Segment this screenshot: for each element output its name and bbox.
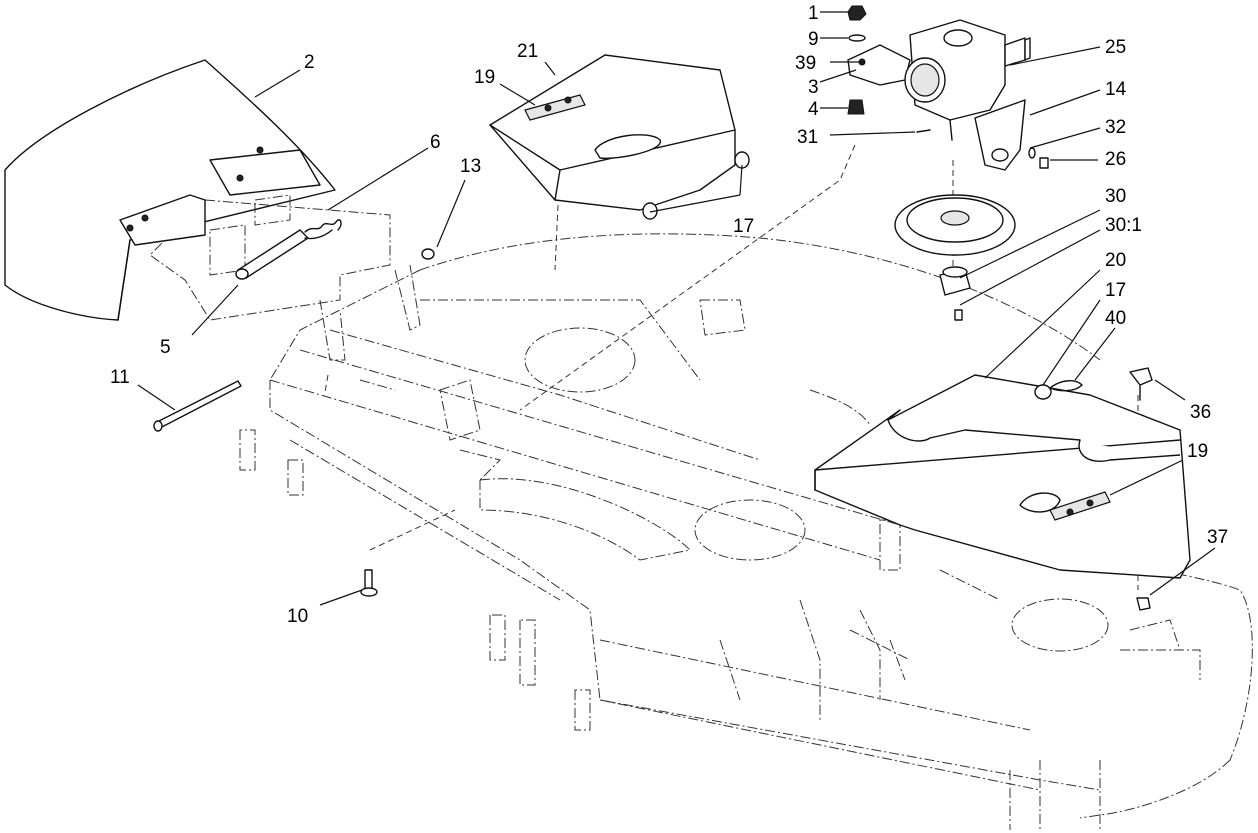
callout-11: 11 <box>110 367 130 388</box>
callout-3: 3 <box>808 77 819 98</box>
callout-25: 25 <box>1105 37 1126 58</box>
callout-10: 10 <box>287 606 308 627</box>
callout-17-right: 17 <box>1105 280 1126 301</box>
callout-20: 20 <box>1105 250 1126 271</box>
center-cover-21 <box>489 54 750 220</box>
callout-5: 5 <box>160 337 171 358</box>
callout-2: 2 <box>304 52 315 73</box>
leader-lines <box>137 11 1216 606</box>
mower-deck-outline <box>239 233 1253 830</box>
callout-39: 39 <box>795 53 816 74</box>
callout-4: 4 <box>808 99 819 120</box>
callout-14: 14 <box>1105 79 1127 100</box>
callout-36: 36 <box>1190 402 1211 423</box>
callout-13: 13 <box>460 156 481 177</box>
callout-1: 1 <box>808 3 819 24</box>
callout-9: 9 <box>808 29 819 50</box>
bolt-10 <box>360 569 378 597</box>
right-cover-20 <box>814 367 1191 611</box>
callout-30: 30 <box>1105 186 1126 207</box>
callout-37: 37 <box>1207 527 1228 548</box>
nut-13 <box>421 248 435 260</box>
deflector-shield <box>4 59 391 321</box>
callout-19-right: 19 <box>1187 441 1208 462</box>
callout-6: 6 <box>430 132 441 153</box>
callout-21: 21 <box>517 41 538 62</box>
callout-40: 40 <box>1105 308 1126 329</box>
callout-30-1: 30:1 <box>1105 215 1142 236</box>
callout-19-left: 19 <box>474 67 495 88</box>
spring-and-rod <box>235 219 342 280</box>
hinge-rod-11 <box>153 380 242 432</box>
callout-31: 31 <box>797 127 818 148</box>
callout-labels: 1 9 39 3 4 31 25 14 32 26 30 30:1 20 17 … <box>110 3 1228 627</box>
gearbox-assembly <box>847 5 1049 321</box>
callout-17-left: 17 <box>733 216 754 237</box>
callout-32: 32 <box>1105 117 1126 138</box>
callout-26: 26 <box>1105 149 1126 170</box>
